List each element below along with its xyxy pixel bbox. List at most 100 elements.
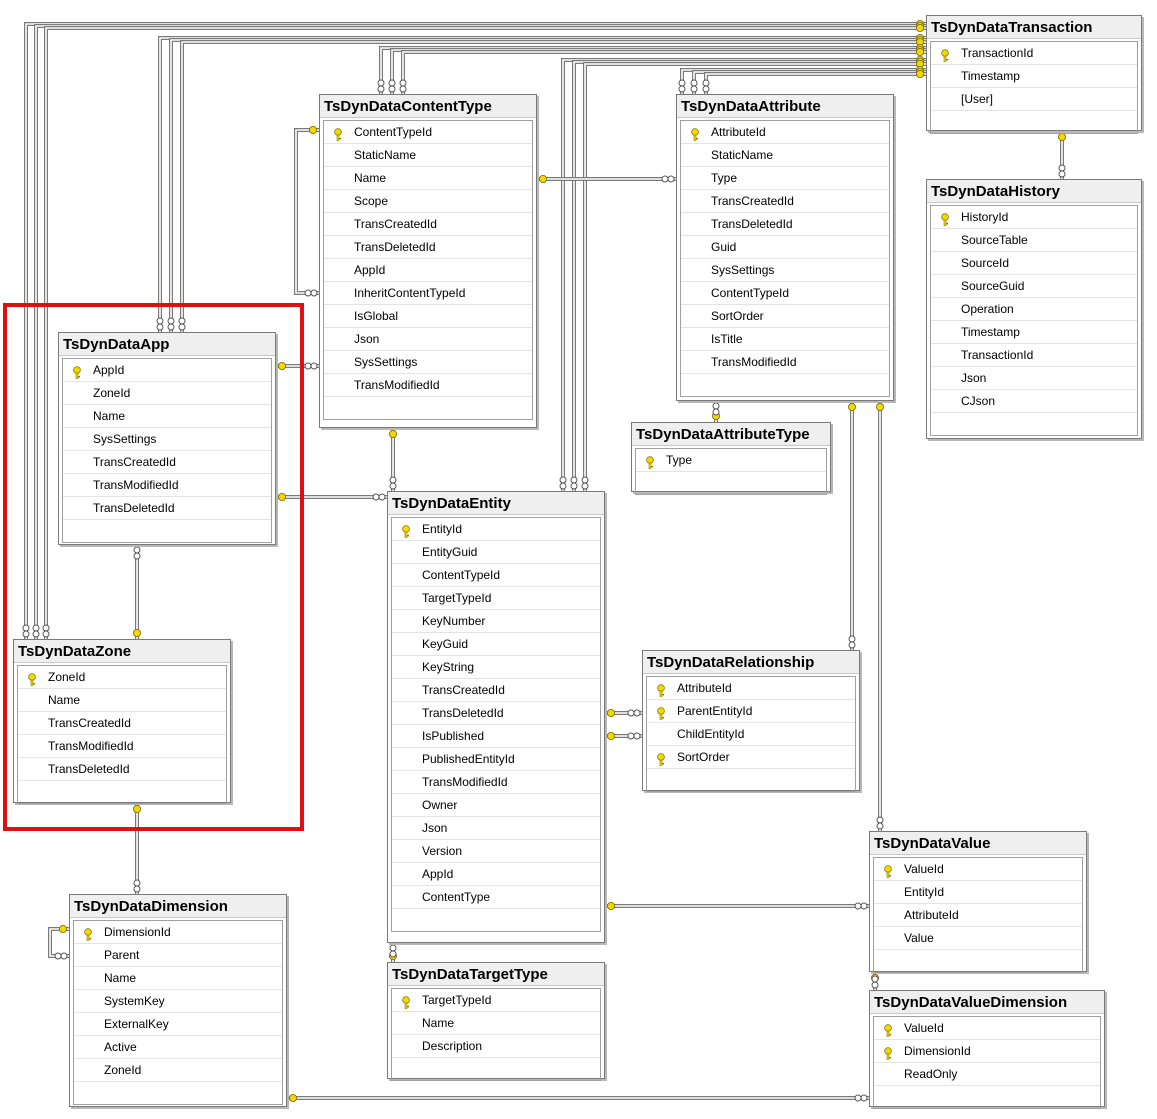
column-row[interactable]: Timestamp — [931, 321, 1137, 344]
column-row[interactable]: SysSettings — [324, 351, 532, 374]
column-row[interactable]: TransModifiedId — [63, 474, 271, 497]
column-row[interactable]: AttributeId — [647, 677, 855, 700]
column-row[interactable]: EntityGuid — [392, 541, 600, 564]
column-row[interactable]: TransDeletedId — [392, 702, 600, 725]
column-row[interactable]: AppId — [392, 863, 600, 886]
column-row[interactable]: TransCreatedId — [681, 190, 889, 213]
column-row[interactable]: Json — [931, 367, 1137, 390]
column-row[interactable]: InheritContentTypeId — [324, 282, 532, 305]
column-row[interactable]: Timestamp — [931, 65, 1137, 88]
column-row[interactable]: Scope — [324, 190, 532, 213]
column-row[interactable]: AttributeId — [681, 121, 889, 144]
column-row[interactable]: DimensionId — [874, 1040, 1100, 1063]
column-row[interactable]: StaticName — [324, 144, 532, 167]
column-row[interactable]: HistoryId — [931, 206, 1137, 229]
column-row[interactable]: SysSettings — [681, 259, 889, 282]
column-row[interactable]: SourceId — [931, 252, 1137, 275]
column-row[interactable]: [User] — [931, 88, 1137, 111]
column-row[interactable]: Owner — [392, 794, 600, 817]
column-row[interactable]: TransactionId — [931, 344, 1137, 367]
column-row[interactable]: SystemKey — [74, 990, 282, 1013]
column-row[interactable]: ContentTypeId — [392, 564, 600, 587]
column-row[interactable]: TransDeletedId — [324, 236, 532, 259]
column-row[interactable]: Description — [392, 1035, 600, 1058]
column-row[interactable]: TransCreatedId — [18, 712, 226, 735]
column-row[interactable]: TransCreatedId — [324, 213, 532, 236]
column-row[interactable]: StaticName — [681, 144, 889, 167]
column-row[interactable]: TransModifiedId — [324, 374, 532, 397]
column-row[interactable]: Name — [18, 689, 226, 712]
column-row[interactable]: ZoneId — [74, 1059, 282, 1082]
column-row[interactable]: TransDeletedId — [681, 213, 889, 236]
column-row[interactable]: ReadOnly — [874, 1063, 1100, 1086]
column-row[interactable]: KeyString — [392, 656, 600, 679]
column-row[interactable]: ExternalKey — [74, 1013, 282, 1036]
column-row[interactable]: Active — [74, 1036, 282, 1059]
column-row[interactable]: AttributeId — [874, 904, 1082, 927]
column-row[interactable]: TransDeletedId — [18, 758, 226, 781]
column-row[interactable]: IsPublished — [392, 725, 600, 748]
column-row[interactable]: TransCreatedId — [392, 679, 600, 702]
column-row[interactable]: Type — [636, 449, 826, 472]
column-row[interactable]: Type — [681, 167, 889, 190]
column-row[interactable]: TransModifiedId — [392, 771, 600, 794]
column-row[interactable]: KeyNumber — [392, 610, 600, 633]
column-row[interactable]: PublishedEntityId — [392, 748, 600, 771]
column-row[interactable]: Version — [392, 840, 600, 863]
column-row[interactable]: Value — [874, 927, 1082, 950]
column-row[interactable]: TransDeletedId — [63, 497, 271, 520]
column-row[interactable]: SourceGuid — [931, 275, 1137, 298]
column-row[interactable]: ContentTypeId — [324, 121, 532, 144]
column-row[interactable]: AppId — [63, 359, 271, 382]
column-row[interactable]: TransModifiedId — [681, 351, 889, 374]
column-row[interactable]: TargetTypeId — [392, 989, 600, 1012]
column-row[interactable]: Name — [324, 167, 532, 190]
column-row[interactable]: ContentType — [392, 886, 600, 909]
column-row[interactable]: IsGlobal — [324, 305, 532, 328]
column-row[interactable]: ParentEntityId — [647, 700, 855, 723]
column-row[interactable]: ValueId — [874, 1017, 1100, 1040]
column-row[interactable]: Json — [324, 328, 532, 351]
column-row[interactable]: KeyGuid — [392, 633, 600, 656]
column-row[interactable]: Name — [74, 967, 282, 990]
column-row[interactable]: EntityId — [874, 881, 1082, 904]
column-row[interactable]: ZoneId — [63, 382, 271, 405]
column-row[interactable]: TargetTypeId — [392, 587, 600, 610]
column-row[interactable]: Guid — [681, 236, 889, 259]
column-row[interactable]: ContentTypeId — [681, 282, 889, 305]
column-row[interactable]: SourceTable — [931, 229, 1137, 252]
column-row[interactable]: ValueId — [874, 858, 1082, 881]
column-row[interactable]: TransCreatedId — [63, 451, 271, 474]
column-row[interactable]: SortOrder — [647, 746, 855, 769]
column-row[interactable]: TransModifiedId — [18, 735, 226, 758]
column-row[interactable]: TransactionId — [931, 42, 1137, 65]
column-name: [User] — [961, 92, 994, 106]
column-row[interactable]: Name — [392, 1012, 600, 1035]
column-row[interactable]: Name — [63, 405, 271, 428]
column-row[interactable]: AppId — [324, 259, 532, 282]
column-row[interactable]: SysSettings — [63, 428, 271, 451]
column-row[interactable]: ChildEntityId — [647, 723, 855, 746]
column-row[interactable]: Operation — [931, 298, 1137, 321]
column-row[interactable]: SortOrder — [681, 305, 889, 328]
column-row[interactable]: EntityId — [392, 518, 600, 541]
column-row[interactable]: IsTitle — [681, 328, 889, 351]
column-row[interactable]: Json — [392, 817, 600, 840]
column-row[interactable]: CJson — [931, 390, 1137, 413]
column-row[interactable]: Parent — [74, 944, 282, 967]
column-row[interactable]: DimensionId — [74, 921, 282, 944]
column-row[interactable]: ZoneId — [18, 666, 226, 689]
